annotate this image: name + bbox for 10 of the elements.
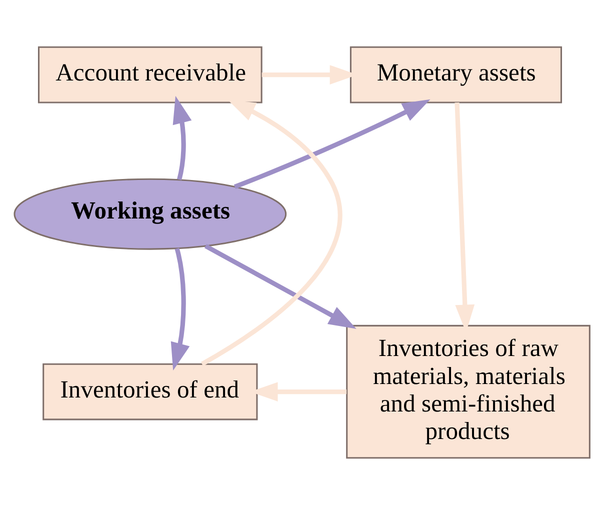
node-box: Inventories of end: [42, 363, 258, 420]
arrow: [234, 99, 430, 189]
node-box: Inventories of raw materials, materials and semi-finished products: [346, 324, 590, 459]
arrow: [170, 248, 190, 371]
arrow: [204, 244, 356, 329]
arrow: [172, 96, 192, 180]
node-box: Account receivable: [38, 46, 262, 104]
node-box: Monetary assets: [350, 46, 562, 104]
node-ellipse: Working assets: [14, 178, 287, 250]
arrow: [200, 100, 342, 366]
